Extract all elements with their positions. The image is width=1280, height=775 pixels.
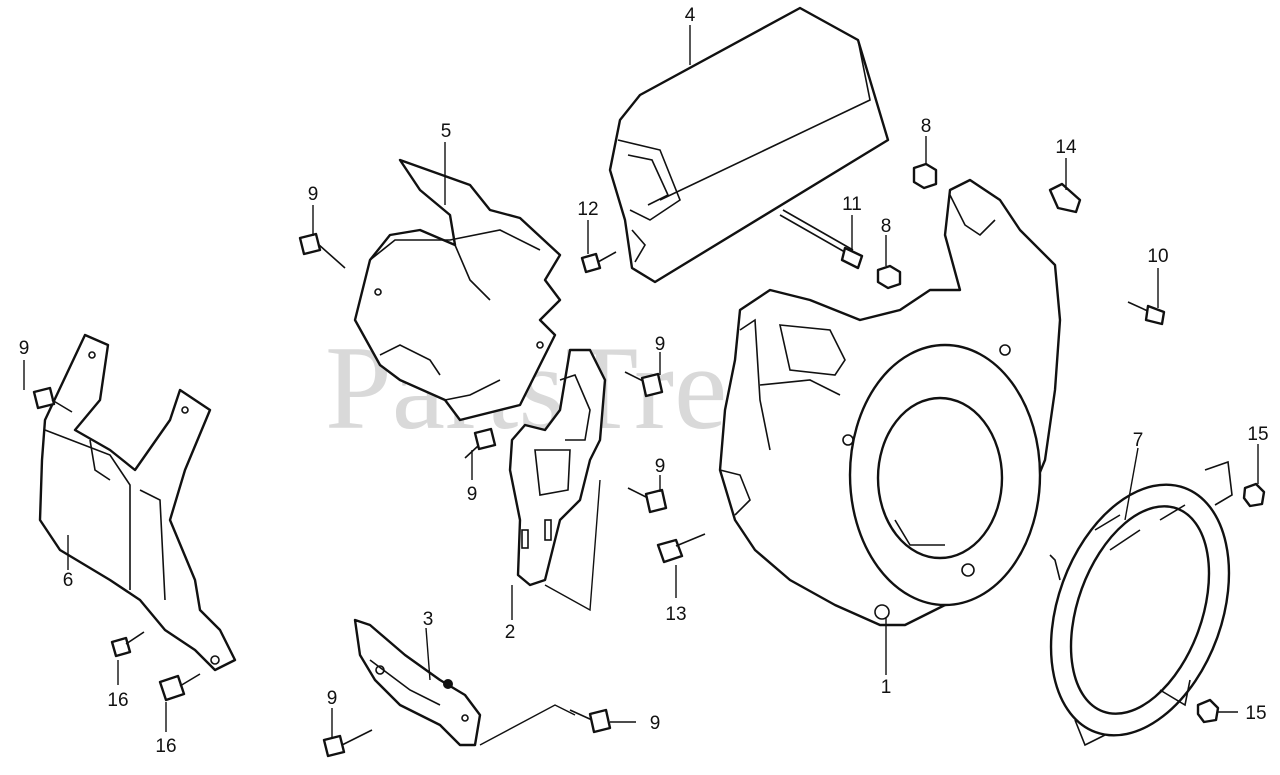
bolt-9-upper-left xyxy=(298,232,346,269)
callout-15-upper: 15 xyxy=(1247,424,1268,445)
stud-11 xyxy=(779,209,864,270)
callout-9-far-left: 9 xyxy=(19,338,30,359)
bolt-16-upper xyxy=(110,631,145,658)
nut-15-upper xyxy=(1242,482,1266,508)
part-1-fan-shroud xyxy=(718,178,1062,627)
bolt-9-bottom-left xyxy=(322,729,373,758)
bolt-9-mid-right xyxy=(627,487,668,514)
nut-15-lower xyxy=(1196,698,1220,724)
nut-8-upper xyxy=(912,162,938,190)
callout-9-bottom-left: 9 xyxy=(327,688,338,709)
bolt-9-bottom-right xyxy=(569,708,612,734)
callout-5: 5 xyxy=(441,121,452,142)
callout-9-bottom-right: 9 xyxy=(650,713,661,734)
callout-9-upper-left: 9 xyxy=(308,184,319,205)
nut-8-lower xyxy=(876,264,902,290)
callout-16-upper: 16 xyxy=(107,690,128,711)
callout-13: 13 xyxy=(665,604,686,625)
callout-14: 14 xyxy=(1055,137,1077,158)
part-2-bracket xyxy=(508,348,607,612)
part-3-small-bracket xyxy=(353,618,576,747)
bolt-9-far-left xyxy=(32,386,73,413)
callout-10: 10 xyxy=(1147,246,1168,267)
callout-7: 7 xyxy=(1133,430,1144,451)
leader-lines xyxy=(23,25,1259,738)
callout-4: 4 xyxy=(685,5,696,26)
bolt-10 xyxy=(1127,301,1166,326)
callout-9-mid-left: 9 xyxy=(467,484,478,505)
bolt-12 xyxy=(580,251,617,274)
callout-8-lower: 8 xyxy=(881,216,892,237)
part-4-top-cover xyxy=(608,6,890,284)
bolt-9-center xyxy=(624,371,664,398)
callout-12: 12 xyxy=(577,199,598,220)
callout-3: 3 xyxy=(423,609,434,630)
callout-15-lower: 15 xyxy=(1245,703,1266,724)
part-5-shroud-plate xyxy=(353,158,562,422)
callout-1: 1 xyxy=(881,677,892,698)
callout-6: 6 xyxy=(63,570,74,591)
part-6-side-shroud xyxy=(38,333,237,672)
bolt-16-lower xyxy=(158,673,201,702)
callout-16-lower: 16 xyxy=(155,736,176,757)
callout-8-upper: 8 xyxy=(921,116,932,137)
callout-9-mid-right: 9 xyxy=(655,456,666,477)
callout-11: 11 xyxy=(842,194,862,215)
part-7-guard-ring xyxy=(1049,460,1233,747)
callout-2: 2 xyxy=(505,622,516,643)
callout-9-center: 9 xyxy=(655,334,666,355)
clip-14 xyxy=(1048,182,1082,214)
bolt-13 xyxy=(656,533,706,564)
